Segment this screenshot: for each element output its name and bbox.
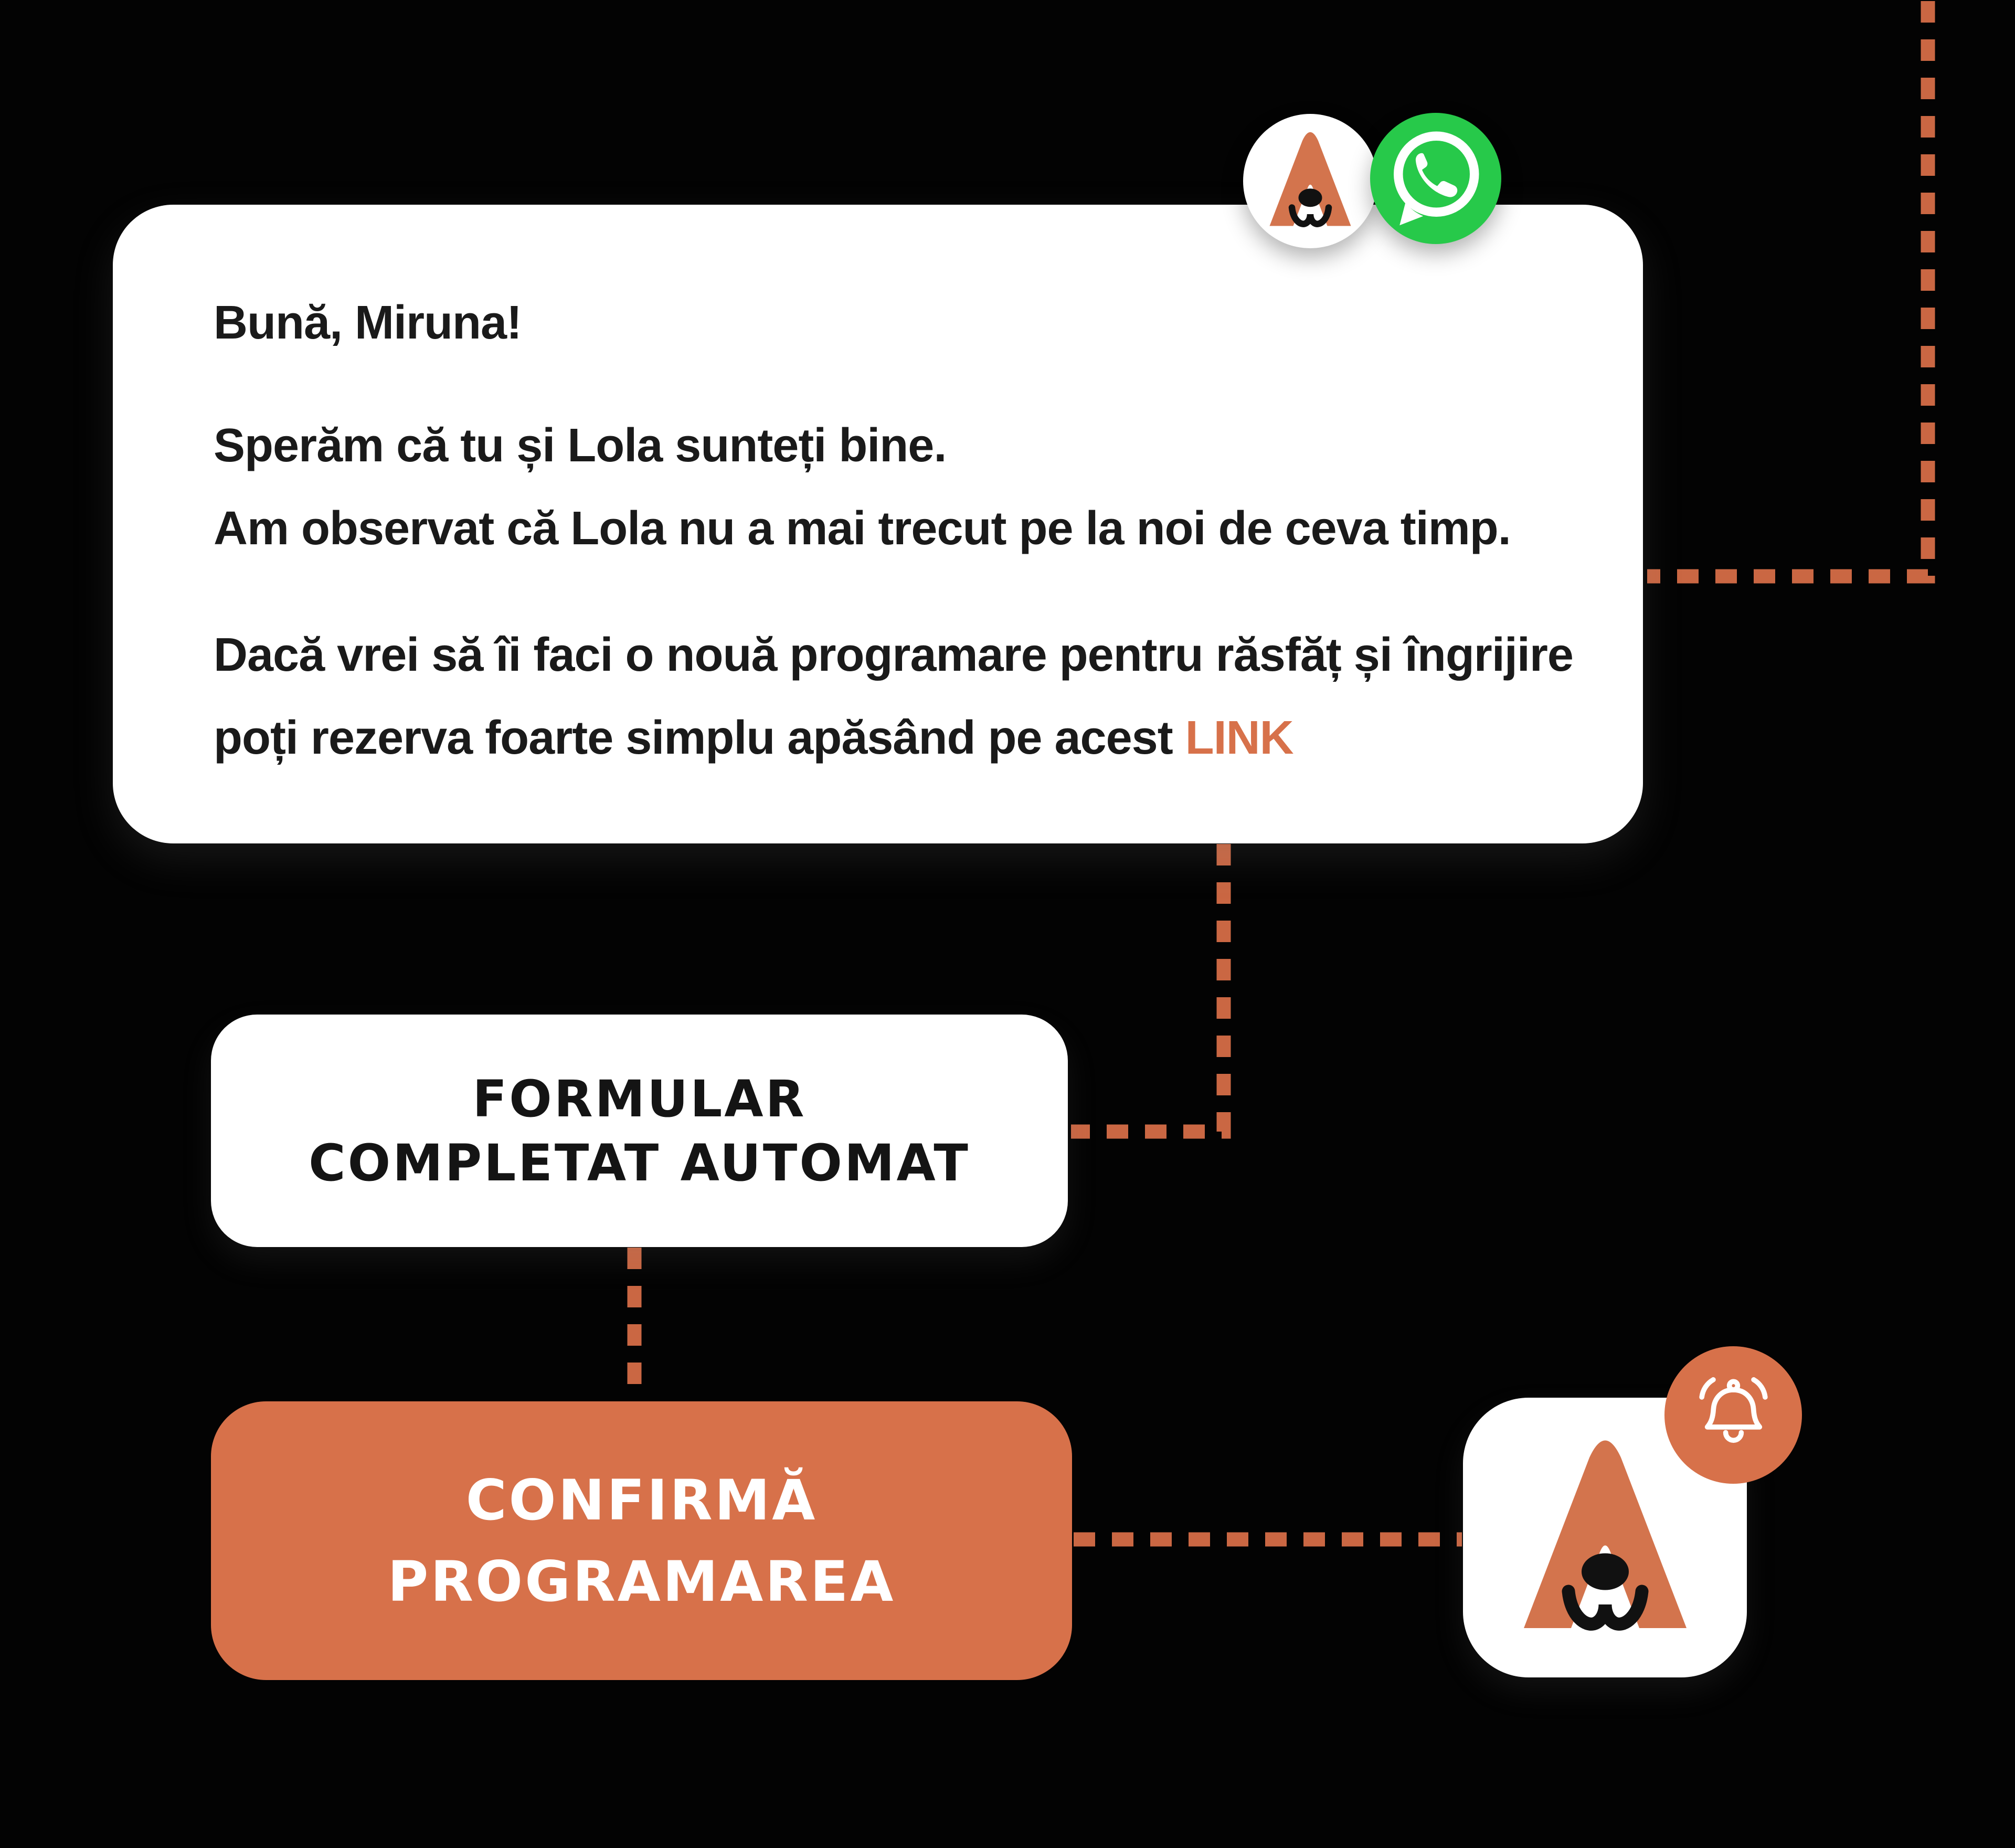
form-node-line2: COMPLETAT AUTOMAT <box>309 1133 970 1192</box>
form-node-button[interactable]: FORMULAR COMPLETAT AUTOMAT <box>211 1015 1068 1247</box>
message-paragraph-2: Dacă vrei să îi faci o nouă programare p… <box>214 614 1574 779</box>
message-line: Sperăm că tu și Lola sunteți bine. <box>214 419 947 472</box>
bell-icon <box>1688 1368 1779 1462</box>
notification-badge <box>1664 1346 1802 1484</box>
confirm-node-line2: PROGRAMAREA <box>387 1549 896 1614</box>
pet-brand-logo-icon <box>1245 114 1376 248</box>
confirm-appointment-button[interactable]: CONFIRMĂ PROGRAMAREA <box>211 1401 1072 1680</box>
pet-brand-app-icon <box>1463 1398 1747 1677</box>
message-line: Dacă vrei să îi faci o nouă programare p… <box>214 629 1574 681</box>
message-greeting: Bună, Miruna! <box>214 297 522 349</box>
whatsapp-avatar <box>1370 113 1501 244</box>
whatsapp-message-card: Bună, Miruna! Sperăm că tu și Lola sunte… <box>113 205 1643 843</box>
message-line: Am observat că Lola nu a mai trecut pe l… <box>214 502 1511 555</box>
brand-avatar <box>1243 114 1377 248</box>
pet-brand-logo-icon <box>1474 1405 1736 1670</box>
form-node-line1: FORMULAR <box>472 1069 807 1128</box>
whatsapp-icon <box>1370 112 1501 246</box>
connector-top-right <box>1647 1 1935 584</box>
message-line: poți rezerva foarte simplu apăsând pe ac… <box>214 712 1185 764</box>
connector-card-to-form <box>1071 844 1231 1139</box>
message-paragraph-1: Sperăm că tu și Lola sunteți bine. Am ob… <box>214 404 1511 570</box>
booking-link[interactable]: LINK <box>1185 712 1294 764</box>
confirm-node-line1: CONFIRMĂ <box>465 1467 818 1533</box>
